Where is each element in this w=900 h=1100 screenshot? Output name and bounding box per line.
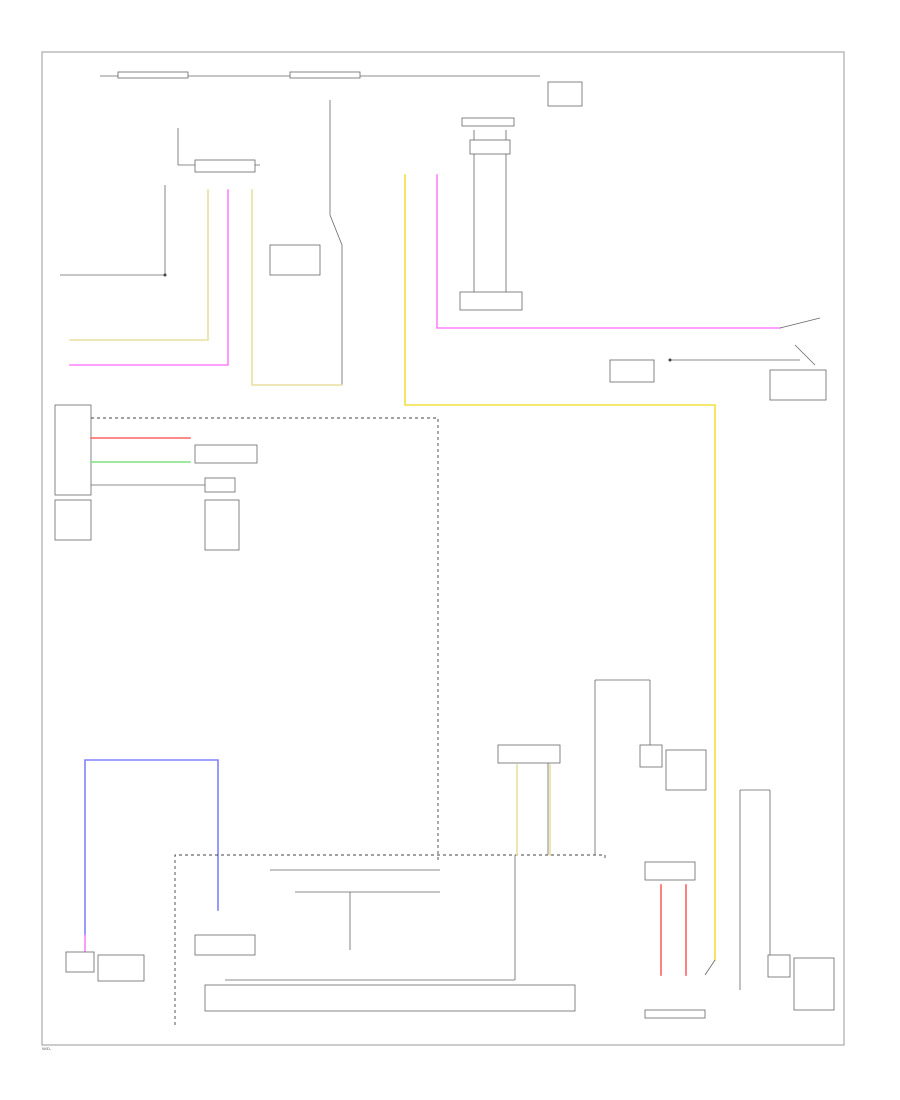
- pink-wire-1: [69, 189, 229, 366]
- right-brake-switch: [609, 317, 827, 401]
- ground-note: [547, 81, 583, 107]
- yellow-wire-2: [251, 189, 343, 386]
- ecu-sub-box-1: [194, 934, 256, 956]
- ground-point-1-label: [665, 749, 707, 791]
- pink-wire-long: [436, 174, 781, 329]
- blue-wire: [84, 759, 219, 936]
- fuse-block-label-2: [289, 71, 361, 79]
- brake-pedal-switch-box: [269, 244, 321, 276]
- control-unit-label: [54, 499, 92, 541]
- left-of-switch-label: [609, 359, 655, 383]
- ground-point-2: [767, 954, 791, 978]
- ecu-cpu-box: [204, 984, 576, 1012]
- ground-label: [204, 499, 240, 551]
- switch-name-label: [644, 1009, 706, 1019]
- yellow-wire-1: [69, 189, 209, 341]
- fuse-block-label-1: [117, 71, 189, 79]
- brake-sensor-label: [97, 954, 145, 982]
- ground-relay-box: [204, 477, 236, 493]
- diagram-frame: [41, 51, 845, 1046]
- left-control-unit: [54, 404, 439, 860]
- data-link-connector-label-2: [497, 744, 561, 764]
- center-top-connector: [459, 117, 523, 311]
- ground-point-2-label: [793, 957, 835, 1011]
- center-bottom-box: [459, 291, 523, 311]
- control-unit-box: [54, 404, 92, 496]
- top-power-rail: [100, 71, 583, 107]
- yellow-wire-long: [404, 174, 716, 961]
- right-switch-label: [769, 369, 827, 401]
- ecu-switch-label: [644, 861, 696, 881]
- main-ecu: [174, 679, 707, 1025]
- stop-light-switch-box: [194, 159, 256, 173]
- data-link-connector-label: [194, 444, 258, 464]
- bottom-right-switch: [644, 789, 835, 1019]
- combination-meter-box: [469, 139, 511, 155]
- ground-point-1: [639, 744, 663, 768]
- brake-sensor-box: [65, 951, 95, 973]
- page-label: W/D-: [42, 1046, 52, 1051]
- top-left-switch-group: [60, 100, 343, 385]
